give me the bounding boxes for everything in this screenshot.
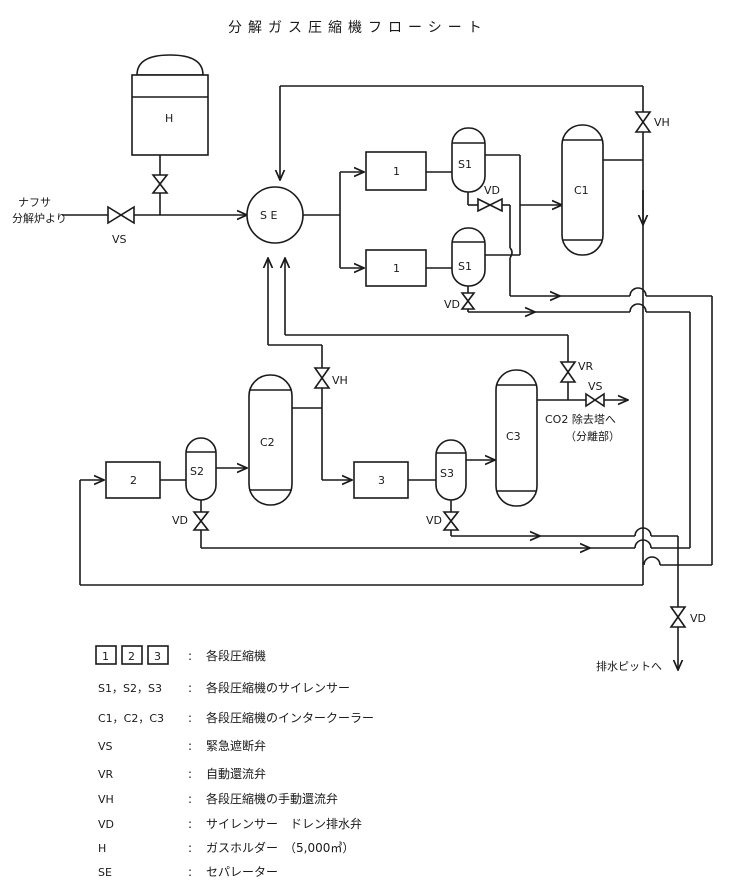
legend-colon-0: : — [188, 649, 192, 663]
holder — [131, 74, 209, 156]
compressor-1a-label: 1 — [393, 165, 400, 178]
valve-vr — [559, 361, 577, 383]
legend-colon-3: : — [188, 739, 192, 753]
silencer-s3 — [435, 439, 467, 501]
holder-label: H — [165, 112, 173, 125]
legend-desc-7: ガスホルダー （5,000㎥） — [206, 840, 354, 855]
naphtha-label-2: 分解炉より — [12, 211, 67, 225]
separator-label: S E — [260, 209, 277, 222]
valve-vd-s2 — [192, 511, 210, 531]
legend-colon-2: : — [188, 711, 192, 725]
compressor-3 — [353, 461, 409, 499]
legend-comp-box-1 — [95, 645, 117, 665]
silencer-s1a — [451, 127, 486, 193]
cooler-c3-label: C3 — [506, 430, 521, 443]
legend-key-3: VS — [98, 740, 113, 753]
vd-drain-label: VD — [690, 612, 706, 625]
vd-s2-label: VD — [172, 514, 188, 527]
drain-hop-2 — [629, 303, 647, 313]
vs-inlet-label: VS — [112, 233, 127, 246]
compressor-2-label: 2 — [130, 474, 137, 487]
legend-comp-box-3 — [147, 645, 169, 665]
vh-mid-label: VH — [332, 374, 348, 387]
drain-hop-4 — [634, 527, 652, 537]
legend-colon-1: : — [188, 681, 192, 695]
legend-desc-6: サイレンサー ドレン排水弁 — [206, 816, 362, 831]
vh-top-label: VH — [654, 116, 670, 129]
legend-key-6: VD — [98, 818, 114, 831]
cooler-c3 — [495, 369, 538, 507]
silencer-s1b-label: S1 — [458, 260, 472, 273]
silencer-s3-label: S3 — [440, 467, 454, 480]
silencer-s1b — [451, 227, 486, 287]
valve-vh-top — [634, 111, 652, 133]
legend-comp-key-2: 2 — [128, 650, 135, 663]
separator — [246, 186, 304, 244]
holder-dome — [136, 54, 204, 76]
diagram-title: 分解ガス圧縮機フローシート — [228, 20, 488, 36]
valve-holder — [151, 174, 169, 194]
cooler-c1-label: C1 — [574, 184, 589, 197]
legend-colon-7: : — [188, 841, 192, 855]
legend-colon-4: : — [188, 767, 192, 781]
legend-comp-key-3: 3 — [154, 650, 161, 663]
valve-vd-s1b — [460, 292, 476, 310]
cooler-c2 — [248, 374, 293, 506]
legend-comp-box-2 — [121, 645, 143, 665]
drain-hop-3 — [634, 539, 652, 549]
drain-hop-1 — [629, 287, 647, 297]
valve-vh-mid — [313, 367, 331, 389]
vd-s3-label: VD — [426, 514, 442, 527]
vd-s1a-label: VD — [484, 184, 500, 197]
legend-desc-2: 各段圧縮機のインタークーラー — [206, 710, 374, 725]
compressor-1b — [365, 249, 427, 287]
valve-vd-drain — [669, 606, 687, 628]
compressor-1b-label: 1 — [393, 262, 400, 275]
legend-desc-1: 各段圧縮機のサイレンサー — [206, 680, 350, 695]
cooler-c2-label: C2 — [260, 436, 275, 449]
compressor-2 — [105, 461, 161, 499]
legend-key-2: C1，C2，C3 — [98, 712, 164, 725]
legend-desc-3: 緊急遮断弁 — [206, 738, 266, 753]
drain-pit-label: 排水ピットへ — [596, 659, 662, 673]
compressor-3-label: 3 — [378, 474, 385, 487]
naphtha-label-1: ナフサ — [18, 196, 51, 209]
valve-vd-s1a — [477, 197, 503, 213]
s1a-drain-hop — [509, 247, 513, 259]
legend-colon-5: : — [188, 792, 192, 806]
compressor-1a — [365, 151, 427, 191]
vs-outlet-label: VS — [588, 380, 603, 393]
legend-colon-6: : — [188, 817, 192, 831]
legend-key-5: VH — [98, 793, 114, 806]
silencer-s1a-label: S1 — [458, 158, 472, 171]
co2-label-1: CO2 除去塔へ — [545, 412, 616, 426]
legend-desc-8: セパレーター — [206, 865, 278, 879]
co2-label-2: （分離部） — [565, 429, 620, 443]
valve-vd-s3 — [442, 511, 460, 531]
legend-key-4: VR — [98, 768, 114, 781]
legend-desc-4: 自動還流弁 — [206, 766, 266, 781]
legend-comp-desc: 各段圧縮機 — [206, 648, 266, 663]
legend-colon-8: : — [188, 865, 192, 879]
legend-key-1: S1，S2，S3 — [98, 682, 162, 695]
legend-key-7: H — [98, 842, 106, 855]
cooler-c1 — [561, 124, 604, 256]
vd-s1b-label: VD — [444, 298, 460, 311]
silencer-s2-label: S2 — [190, 465, 204, 478]
silencer-s2 — [185, 437, 217, 501]
legend-key-8: SE — [98, 866, 112, 879]
vr-label: VR — [578, 360, 594, 373]
legend: 1 2 3 : 各段圧縮機 S1，S2，S3 : 各段圧縮機のサイレンサー C1… — [95, 645, 374, 879]
legend-desc-5: 各段圧縮機の手動還流弁 — [206, 791, 338, 806]
valve-vs-inlet — [107, 205, 135, 225]
legend-comp-key-1: 1 — [102, 650, 109, 663]
valve-vs-outlet — [585, 392, 605, 408]
drain-hop-5 — [643, 556, 661, 566]
